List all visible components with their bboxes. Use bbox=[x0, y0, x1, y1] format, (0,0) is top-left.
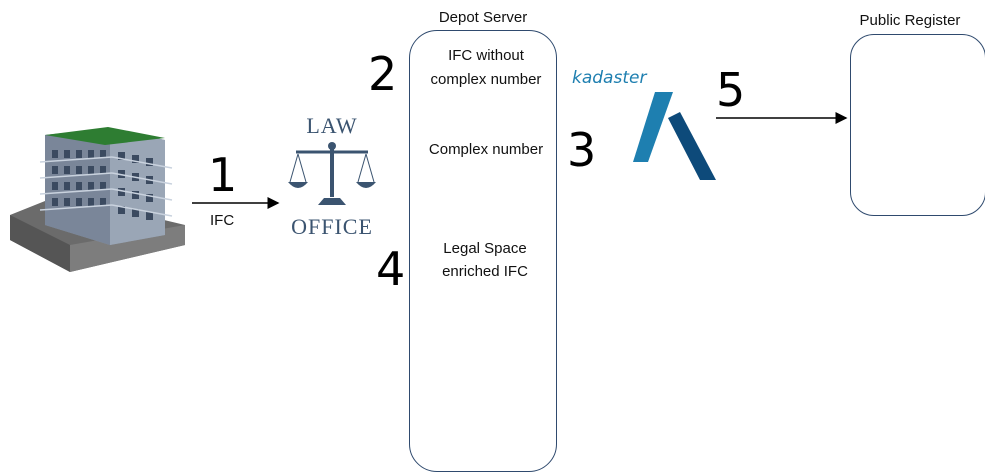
public-register-title: Public Register bbox=[859, 12, 961, 29]
step-2-label-line2: complex number bbox=[430, 71, 542, 88]
step-1-label: IFC bbox=[210, 212, 235, 229]
depot-server-box bbox=[409, 30, 557, 472]
step-3-number: 3 bbox=[567, 123, 597, 177]
step-4-label-line2: enriched IFC bbox=[442, 263, 528, 280]
public-register-box bbox=[850, 34, 985, 216]
step-5-number: 5 bbox=[716, 63, 746, 117]
step-2-number: 2 bbox=[368, 47, 398, 101]
step-4-label-line1: Legal Space bbox=[443, 240, 527, 257]
step-3-label: Complex number bbox=[428, 141, 544, 158]
law-office-label-bottom: OFFICE bbox=[291, 214, 373, 239]
step-4-number: 4 bbox=[376, 242, 406, 296]
step-2-label-line1: IFC without bbox=[448, 47, 524, 64]
depot-server-title: Depot Server bbox=[438, 9, 528, 26]
law-office-label-top: LAW bbox=[306, 113, 358, 138]
kadaster-logo-icon bbox=[633, 92, 716, 180]
step-1-number: 1 bbox=[208, 148, 238, 202]
scales-of-justice-icon bbox=[288, 142, 376, 205]
kadaster-label: kadaster bbox=[572, 68, 647, 88]
building-icon bbox=[10, 127, 185, 272]
